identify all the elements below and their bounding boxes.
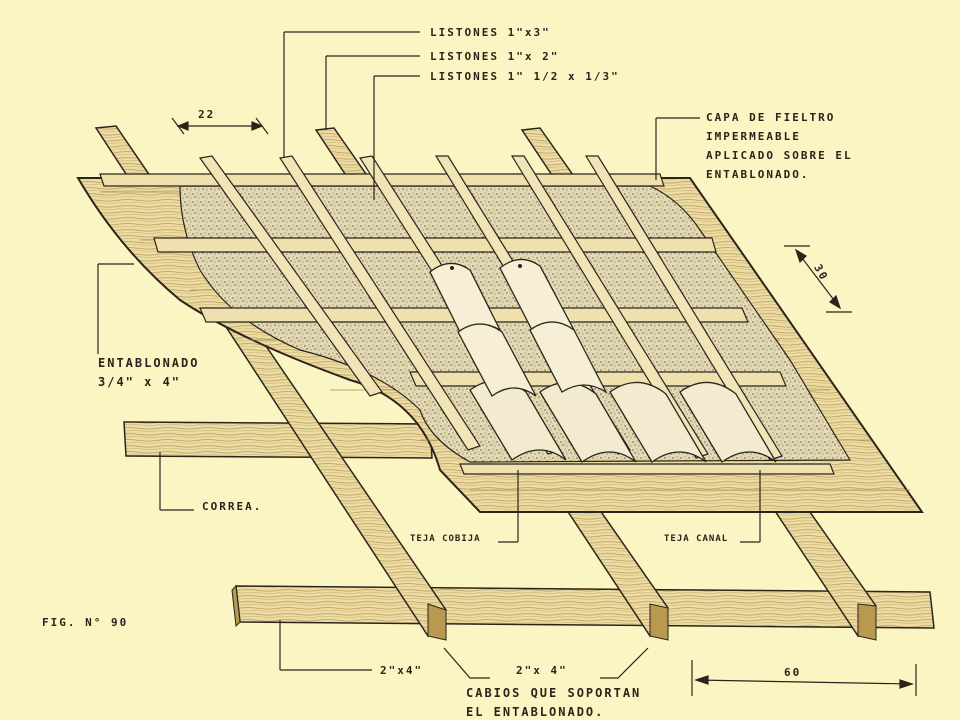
dimension-2x4-v [443,647,649,679]
label-teja-cobija: TEJA COBIJA [410,534,481,544]
dimension-22-label: 22 [198,108,216,121]
label-correa: CORREA. [202,500,263,513]
cabios-line-1: CABIOS QUE SOPORTAN [466,686,642,700]
label-listones-1half: LISTONES 1" 1/2 x 1/3" [430,70,620,83]
fieltro-line-3: APLICADO SOBRE EL [706,149,853,162]
dimension-22 [171,117,269,135]
label-listones-1x3: LISTONES 1"x3" [430,26,551,39]
label-teja-canal: TEJA CANAL [664,534,729,544]
dimension-30 [784,245,852,313]
label-listones-1x2: LISTONES 1"x 2" [430,50,560,63]
tiles-canal [469,379,777,463]
dimension-60 [691,660,917,696]
leader-lines [97,31,761,671]
fieltro-line-2: IMPERMEABLE [706,130,801,143]
purlin-middle [123,421,433,459]
figure-number: FIG. N° 90 [42,616,129,629]
fieltro-line-1: CAPA DE FIELTRO [706,111,836,124]
label-2x4-right: 2"x 4" [516,664,568,677]
cabios-line-2: EL ENTABLONADO. [466,705,605,719]
dimension-60-label: 60 [784,666,802,679]
label-capa-fieltro: CAPA DE FIELTRO IMPERMEABLE APLICADO SOB… [706,108,853,184]
label-2x4-left: 2"x4" [380,664,424,677]
entablonado-line-1: ENTABLONADO [98,356,200,370]
label-cabios: CABIOS QUE SOPORTAN EL ENTABLONADO. [466,684,641,720]
tiles-cobija [429,258,608,397]
fieltro-line-4: ENTABLONADO. [706,168,810,181]
label-entablonado: ENTABLONADO 3/4" x 4" [98,354,199,392]
entablonado-line-2: 3/4" x 4" [98,375,182,389]
